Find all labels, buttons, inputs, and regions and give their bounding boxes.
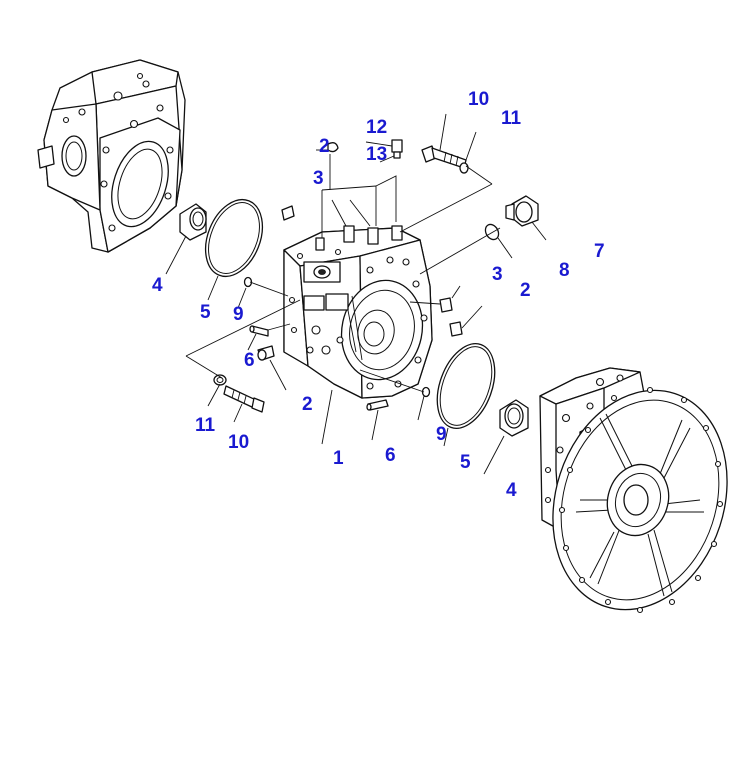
callout-2: 2 (302, 394, 313, 415)
plug-left (257, 345, 275, 361)
callout-1: 1 (333, 448, 344, 469)
top-fittings (281, 139, 403, 221)
callout-13: 13 (366, 144, 387, 165)
callout-9: 9 (436, 424, 447, 445)
small-bolts-right (439, 297, 463, 337)
bolt-bottom (213, 374, 265, 413)
pins (249, 325, 389, 411)
o-ring-left (204, 199, 264, 277)
callout-7: 7 (594, 241, 605, 262)
callout-2: 2 (520, 280, 531, 301)
callout-5: 5 (200, 302, 211, 323)
leader-lines (165, 113, 547, 475)
callout-6: 6 (385, 445, 396, 466)
callout-11: 11 (501, 108, 522, 129)
small-o-ring-left (243, 276, 253, 288)
callout-6: 6 (244, 350, 255, 371)
callout-10: 10 (228, 432, 249, 453)
callout-4: 4 (506, 480, 517, 501)
callout-12: 12 (366, 117, 387, 138)
callout-2: 2 (319, 136, 330, 157)
left-pump-housing (37, 59, 186, 253)
callout-10: 10 (468, 89, 489, 110)
small-o-ring-right (484, 223, 500, 241)
plug-right (505, 195, 539, 227)
callout-3: 3 (492, 264, 503, 285)
callouts: 1 2 2 2 3 3 4 4 5 5 6 6 7 8 9 9 10 10 11… (152, 89, 605, 501)
callout-4: 4 (152, 275, 163, 296)
o-ring-right (436, 343, 496, 429)
right-pump-housing (539, 367, 728, 614)
central-valve-body (283, 225, 433, 399)
bolt-top (421, 145, 469, 174)
callout-5: 5 (460, 452, 471, 473)
callout-8: 8 (559, 260, 570, 281)
callout-11: 11 (195, 415, 216, 436)
callout-9: 9 (233, 304, 244, 325)
bushing-right (499, 399, 529, 437)
bushing-left (179, 203, 207, 241)
small-o-ring-right-9 (421, 386, 431, 398)
callout-3: 3 (313, 168, 324, 189)
